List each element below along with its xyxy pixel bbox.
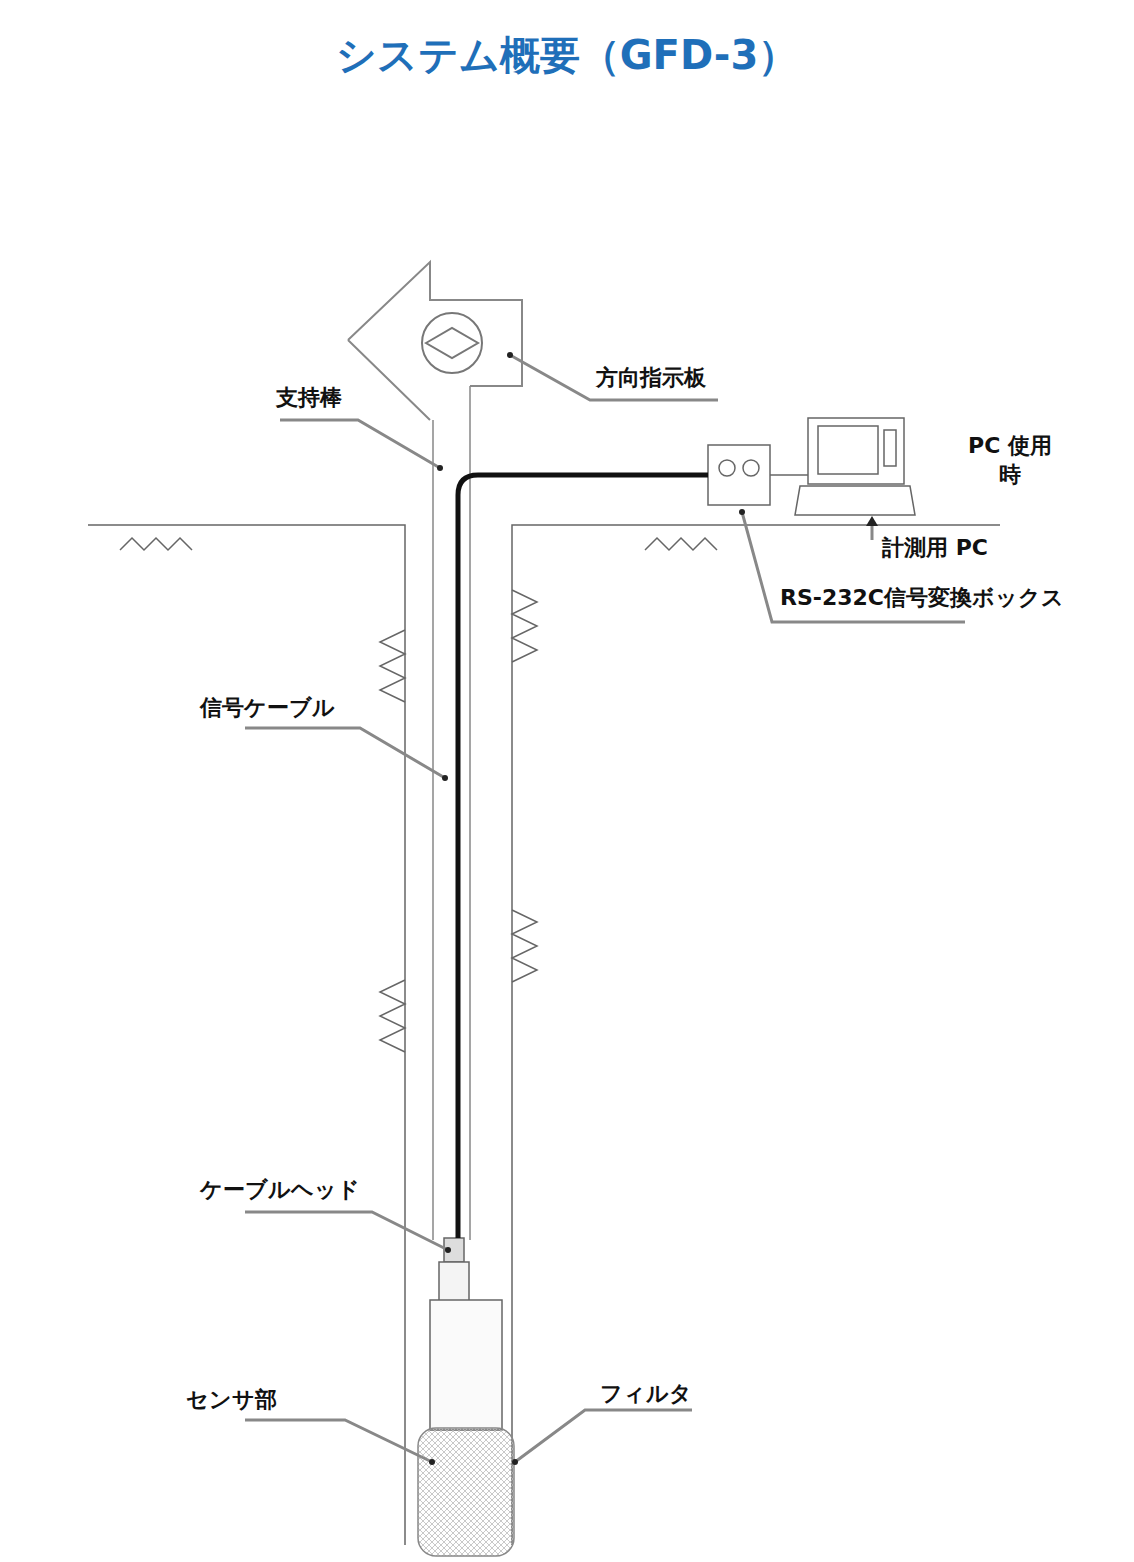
part-label: 信号ケーブル [200, 694, 335, 723]
part-label: RS-232C信号変換ボックス [780, 584, 1064, 613]
part-label: 支持棒 [276, 384, 342, 413]
part-label: 方向指示板 [596, 364, 706, 393]
part-label: センサ部 [186, 1386, 277, 1415]
part-label: 計測用 PC [882, 534, 988, 563]
diagram-title: システム概要（GFD-3） [336, 28, 799, 83]
part-label: ケーブルヘッド [200, 1176, 360, 1205]
part-label: フィルタ [600, 1380, 692, 1409]
part-label: PC 使用時 [965, 432, 1055, 489]
